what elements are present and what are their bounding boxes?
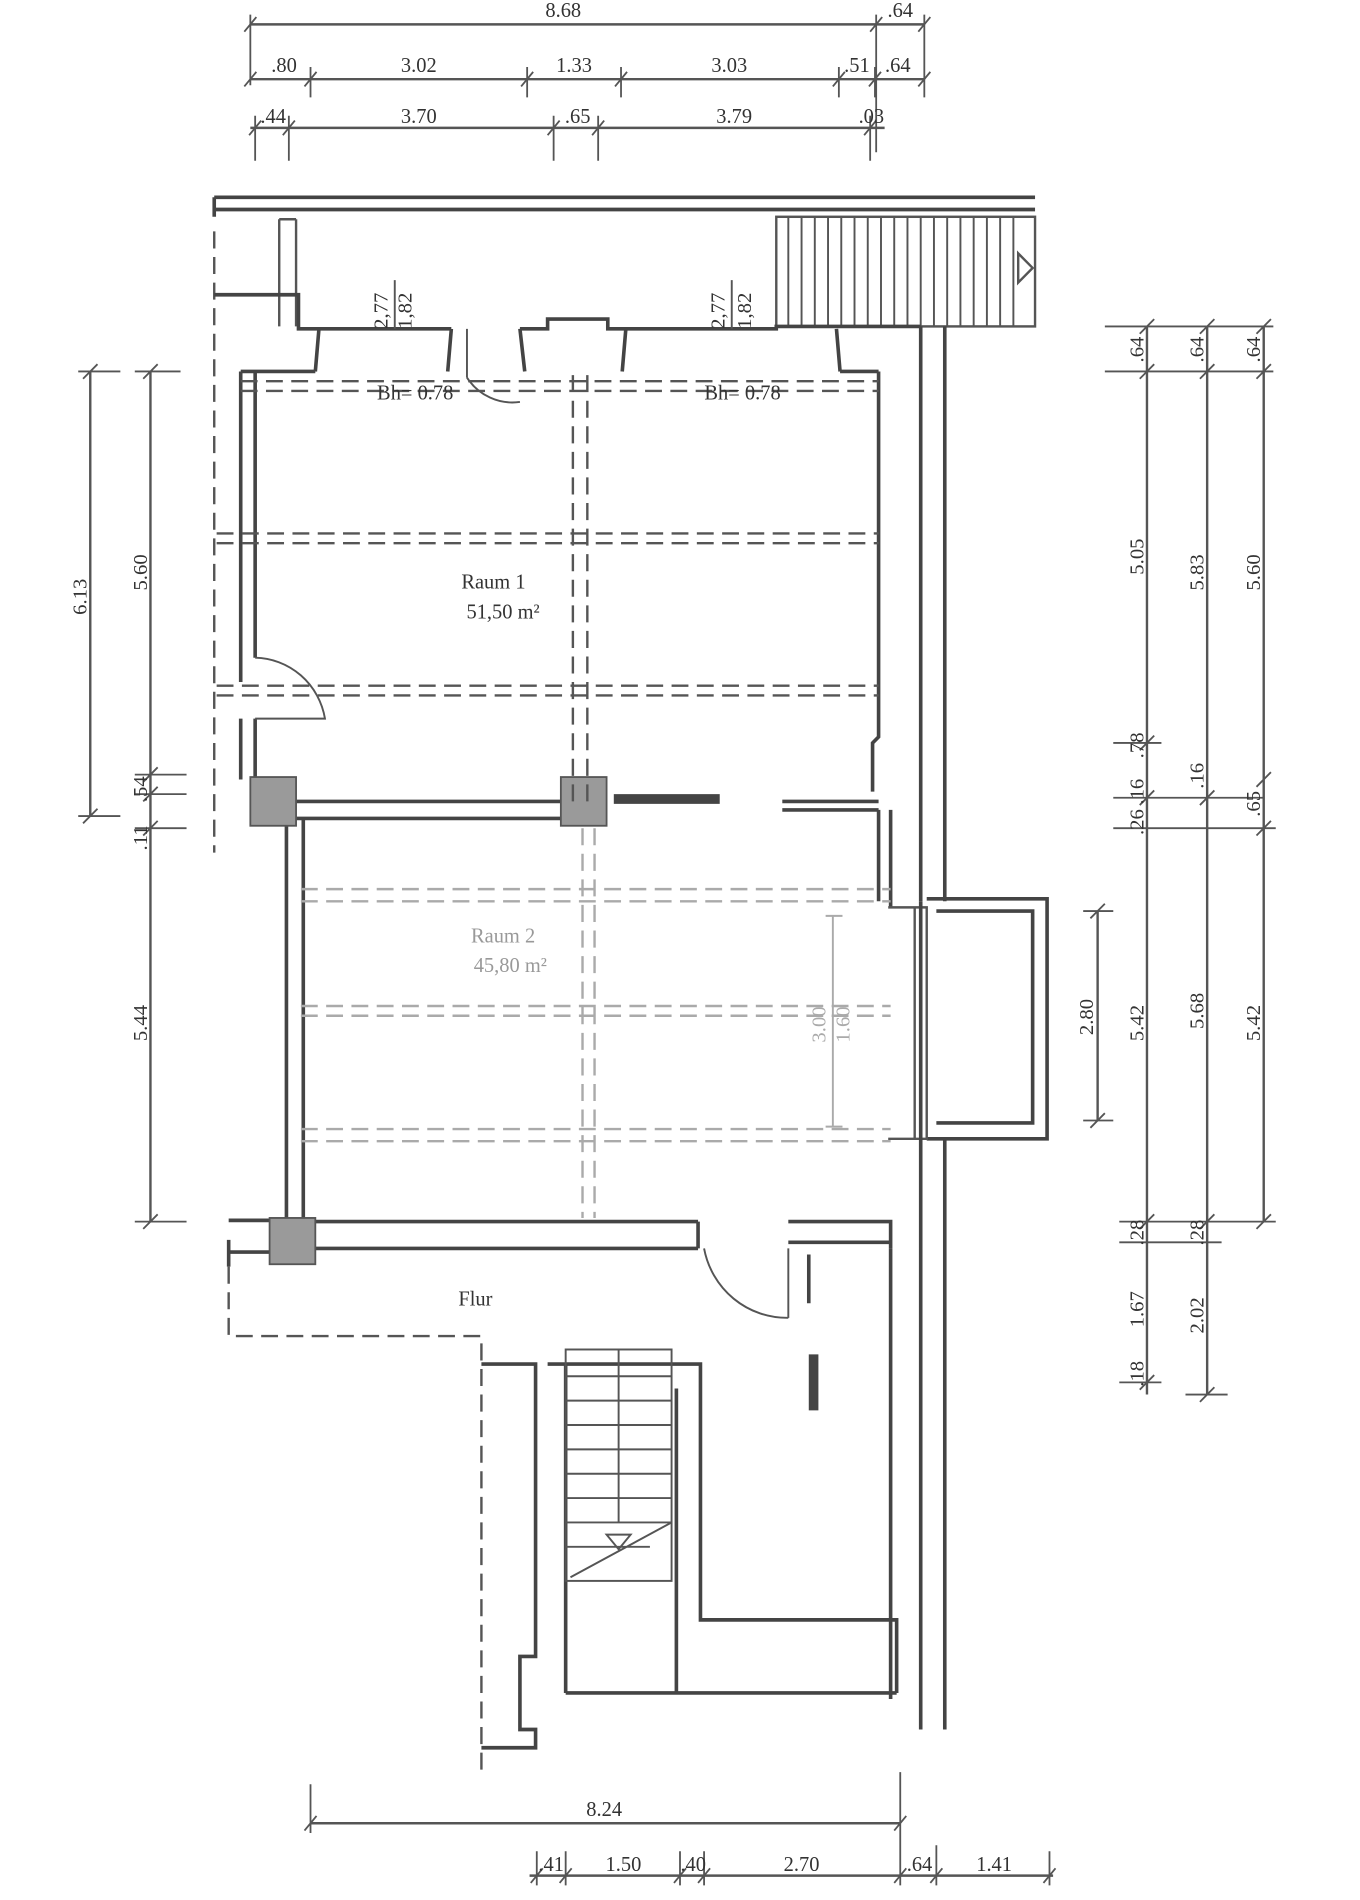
sliding-door [613,794,720,804]
room-name: Raum 2 [471,926,535,948]
dim-label: 8.24 [586,1799,622,1821]
sill-height: Bh= 0.78 [704,382,780,404]
dim-label: 6.13 [70,579,92,615]
dim-label: .16 [1126,779,1148,805]
dim-label: .64 [907,1854,933,1876]
dim-label: .64 [887,0,913,22]
dim-label: 1.33 [556,55,592,77]
walls [214,292,1049,1730]
window-sill: 1,82 [734,293,756,329]
dim-ticks [243,14,932,161]
dim-label: 5.68 [1187,993,1209,1029]
bottom-dimensions: 8.24 .41 1.50 .40 2.70 .64 1.41 [303,1772,1057,1886]
dim-label: 5.60 [1243,554,1265,590]
pillar [249,776,297,827]
dim-label: 1.41 [976,1854,1012,1876]
dim-label: 3.79 [716,106,752,128]
pillar [268,1217,317,1266]
dim-label: .64 [1187,337,1209,363]
dim-label: 5.42 [1243,1005,1265,1041]
dim-label: 2.80 [1076,999,1098,1035]
beams [216,375,891,1218]
dim-label: .65 [1243,791,1265,817]
window-sill: 1,82 [395,293,417,329]
flur-area [227,1266,899,1779]
dim-label: .11 [130,825,152,850]
window-sill: 1.60 [833,1006,855,1042]
dim-label: .16 [1187,763,1209,789]
door-swing [466,328,521,404]
dim-label: .18 [1126,1361,1148,1387]
room-name: Raum 1 [461,571,525,593]
wall-stub [808,1354,819,1411]
dim-label: .44 [260,106,286,128]
dim-label: 2.70 [784,1854,820,1876]
dim-label: .41 [538,1854,564,1876]
dim-label: .64 [1243,337,1265,363]
exterior-stair [775,215,1037,328]
doors [255,328,790,1319]
dim-label: 1.50 [606,1854,642,1876]
right-dimensions: 2.80 .64 5.05 .78 .26 .16 5.42 .28 1.67 … [1076,318,1276,1403]
sill-height: Bh= 0.78 [377,382,453,404]
window-height: 3.00 [809,1006,831,1042]
dim-label: .64 [1126,337,1148,363]
top-dimensions: 8.68 .64 .80 3.02 1.33 3.03 .51 .64 .44 … [243,0,932,161]
stair-arrow-icon [604,1533,633,1551]
stair-arrow-icon [1016,250,1035,286]
dim-label: .54 [130,776,152,802]
dim-label: 1.67 [1126,1291,1148,1327]
dim-label: 5.44 [130,1005,152,1041]
dim-label: .28 [1187,1220,1209,1246]
window-height: 2,77 [708,293,730,329]
dim-label: 3.70 [401,106,437,128]
dim-label: 2.02 [1187,1297,1209,1333]
dim-label: .28 [1126,1220,1148,1246]
dim-label: .80 [271,55,297,77]
dim-label: .65 [565,106,591,128]
dim-label: 5.05 [1126,538,1148,574]
dim-label: 5.42 [1126,1005,1148,1041]
dim-label: .26 [1126,809,1148,835]
dim-label: .40 [680,1854,706,1876]
room-area: 45,80 m² [474,955,547,977]
door-swing [703,1248,790,1319]
door-swing [255,656,327,720]
pillar [559,776,608,827]
interior-stair [564,1348,673,1582]
window-height: 2,77 [371,293,393,329]
dim-label: 5.60 [130,554,152,590]
room-name: Flur [458,1289,492,1311]
window-labels: 2,77 1,82 2,77 1,82 Bh= 0.78 Bh= 0.78 3.… [371,280,855,1128]
dim-label: .51 [844,55,870,77]
dim-label: 3.03 [711,55,747,77]
dim-label: .03 [859,106,885,128]
dim-label: 8.68 [545,0,581,22]
dim-label: .64 [885,55,911,77]
room-area: 51,50 m² [466,602,539,624]
balcony [212,195,1036,853]
dim-label: 3.02 [401,55,437,77]
left-dimensions: 6.13 5.60 .54 .11 5.44 [70,363,187,1230]
dim-label: 5.83 [1187,554,1209,590]
dim-label: .78 [1126,732,1148,758]
